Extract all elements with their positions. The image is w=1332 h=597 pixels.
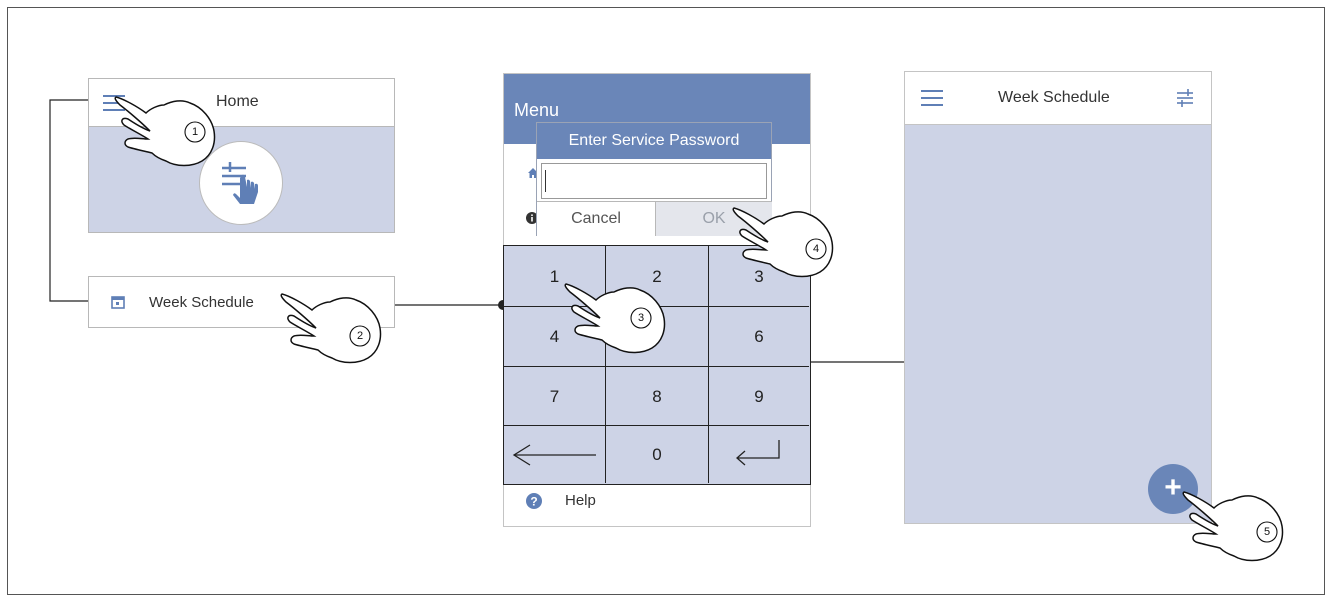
dialog-title: Enter Service Password [537, 123, 771, 159]
backspace-key[interactable] [504, 426, 606, 483]
calendar-icon [111, 296, 125, 309]
sliders-icon[interactable] [1175, 88, 1195, 108]
hamburger-menu-icon[interactable] [921, 90, 943, 106]
enter-key[interactable] [709, 426, 809, 483]
password-input[interactable] [541, 163, 767, 199]
home-title: Home [216, 93, 259, 110]
svg-text:?: ? [530, 495, 537, 509]
left-arrow-icon [512, 444, 596, 466]
week-schedule-screen: Week Schedule [904, 71, 1212, 524]
week-schedule-title: Week Schedule [998, 89, 1110, 106]
home-icon [528, 168, 538, 178]
step-number-4: 4 [812, 243, 820, 255]
help-label: Help [565, 492, 596, 509]
key-6[interactable]: 6 [709, 307, 809, 367]
numeric-keypad: 1 2 3 4 5 6 7 8 9 0 [503, 245, 811, 485]
home-header: Home [89, 79, 394, 127]
key-5[interactable]: 5 [606, 307, 709, 367]
menu-title: Menu [514, 100, 560, 120]
key-1[interactable]: 1 [504, 246, 606, 307]
week-schedule-menu-item[interactable]: Week Schedule [88, 276, 395, 328]
step-number-5: 5 [1263, 526, 1271, 538]
key-7[interactable]: 7 [504, 367, 606, 426]
week-schedule-label: Week Schedule [149, 294, 254, 311]
key-8[interactable]: 8 [606, 367, 709, 426]
menu-header: Menu [504, 74, 810, 122]
diagram-frame [7, 7, 1325, 595]
step-number-2: 2 [356, 330, 364, 342]
key-4[interactable]: 4 [504, 307, 606, 367]
question-icon: ? [526, 493, 542, 509]
key-9[interactable]: 9 [709, 367, 809, 426]
key-2[interactable]: 2 [606, 246, 709, 307]
cancel-button[interactable]: Cancel [537, 201, 655, 236]
text-caret [545, 170, 546, 192]
ok-button[interactable]: OK [655, 201, 772, 236]
week-schedule-header: Week Schedule [905, 72, 1211, 125]
home-screen: Home [88, 78, 395, 233]
connector-1-2 [49, 99, 112, 302]
step-number-3: 3 [637, 312, 645, 324]
help-menu-item[interactable]: ? Help [503, 485, 811, 527]
enter-arrow-icon [736, 440, 780, 466]
step-number-1: 1 [191, 126, 199, 138]
hamburger-menu-icon[interactable] [103, 95, 125, 111]
service-password-dialog: Enter Service Password Cancel OK [536, 122, 772, 236]
add-schedule-button[interactable]: + [1148, 464, 1198, 514]
key-3[interactable]: 3 [709, 246, 809, 307]
settings-touch-icon [199, 141, 283, 225]
key-0[interactable]: 0 [606, 426, 709, 483]
info-icon [526, 212, 538, 224]
